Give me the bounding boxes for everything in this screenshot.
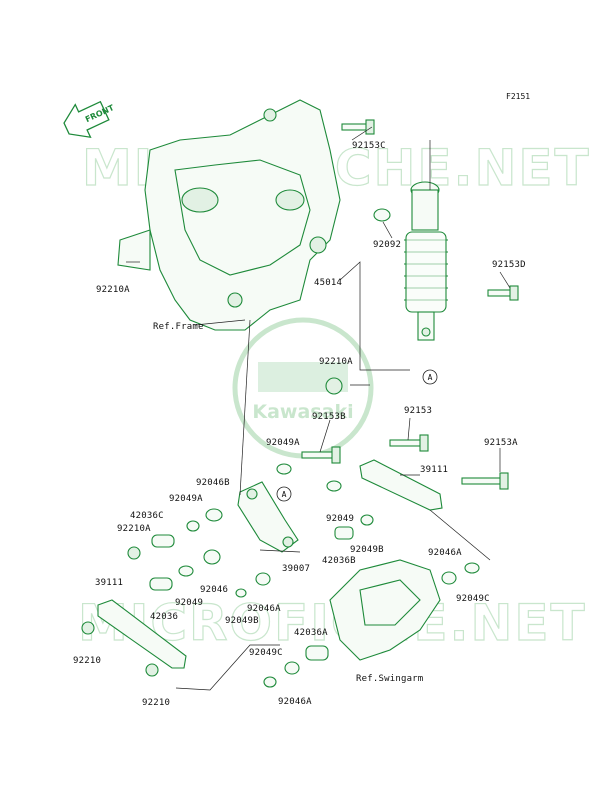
logo-text: Kawasaki: [252, 401, 353, 423]
callout-a-lower: A: [276, 486, 292, 502]
part-label: 42036A: [294, 628, 328, 638]
part-label: 92049B: [225, 616, 259, 626]
ref-swingarm-label: Ref.Swingarm: [356, 674, 424, 684]
leader-lines: [126, 126, 511, 691]
part-label: 92153C: [352, 141, 386, 151]
part-label: 42036B: [322, 556, 356, 566]
part-label: 92210A: [117, 524, 151, 534]
part-label: 39111: [95, 578, 124, 588]
part-label: 92046: [200, 585, 229, 595]
part-label: 92210A: [96, 285, 130, 295]
shock-absorber: [404, 181, 448, 341]
ref-frame-label: Ref.Frame: [153, 322, 204, 332]
part-label: 92049A: [169, 494, 203, 504]
kawasaki-logo: Kawasaki: [232, 317, 374, 459]
part-label: 39111: [420, 465, 449, 475]
part-label: 92210: [73, 656, 102, 666]
part-label: 92046A: [428, 548, 462, 558]
part-label: 92046A: [278, 697, 312, 707]
part-label: 42036: [150, 612, 179, 622]
callout-a-upper: A: [422, 369, 438, 385]
part-label: 92049A: [266, 438, 300, 448]
part-label: 92049C: [249, 648, 283, 658]
collars: [81, 208, 480, 688]
front-arrow-icon: FRONT: [63, 100, 116, 139]
part-label: 92153A: [484, 438, 518, 448]
part-label: 45014: [314, 278, 343, 288]
rocker-arm-39007: [237, 481, 299, 553]
part-label: 92153D: [492, 260, 526, 270]
tie-rod-39111-lower: [97, 599, 187, 669]
part-label: 92046B: [196, 478, 230, 488]
part-label: 92153: [404, 406, 433, 416]
part-label: 92049B: [350, 545, 384, 555]
bolt-92153a: [461, 472, 509, 490]
part-label: 92153B: [312, 412, 346, 422]
figure-code: F2151: [506, 92, 531, 101]
part-label: 92092: [373, 240, 402, 250]
frame: [117, 99, 341, 331]
part-label: 92049C: [456, 594, 490, 604]
swingarm: [329, 559, 441, 661]
bolt-92153: [389, 434, 429, 452]
part-label: 42036C: [130, 511, 164, 521]
part-label: 92049: [175, 598, 204, 608]
tie-rod-39111-upper: [359, 459, 443, 511]
callout-text: A: [282, 490, 287, 499]
part-label: 92210: [142, 698, 171, 708]
part-label: 92046A: [247, 604, 281, 614]
bolt-92153c: [341, 119, 375, 135]
callout-text: A: [428, 373, 433, 382]
part-label: 92049: [326, 514, 355, 524]
bolt-92153d: [487, 285, 519, 301]
part-label: 39007: [282, 564, 311, 574]
part-label: 92210A: [319, 357, 353, 367]
